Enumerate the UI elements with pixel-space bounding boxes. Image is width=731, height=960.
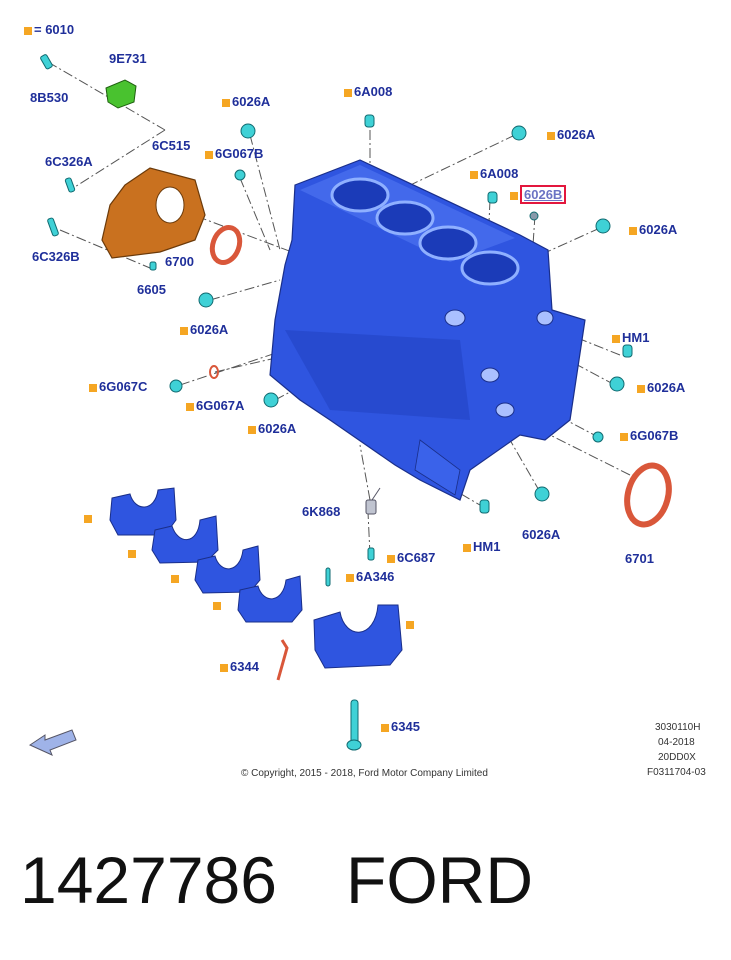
marker [205, 150, 213, 159]
marker [463, 543, 471, 552]
callout-6026A-3[interactable]: 6026A [629, 223, 677, 237]
callout-6A008-2[interactable]: 6A008 [470, 167, 518, 181]
diagram-meta: 3030110H 04-2018 20DD0X F0311704-03 [647, 720, 706, 780]
exploded-parts-diagram [28, 54, 672, 756]
part-6344 [276, 639, 289, 681]
marker [629, 226, 637, 235]
callout-8B530[interactable]: 8B530 [30, 90, 69, 105]
marker [387, 554, 395, 563]
callout-HM1-1[interactable]: HM1 [612, 331, 649, 345]
marker [89, 383, 97, 392]
marker [510, 191, 518, 200]
marker [220, 663, 228, 672]
marker [620, 432, 628, 441]
meta-line-3: 20DD0X [658, 752, 696, 763]
engine-block [269, 159, 586, 501]
callout-6026A-1[interactable]: 6026A [222, 95, 270, 109]
meta-line-2: 04-2018 [658, 737, 695, 748]
callout-6C515[interactable]: 6C515 [152, 138, 191, 153]
callout-6026B[interactable]: 6026B [510, 185, 567, 204]
marker [222, 98, 230, 107]
marker [381, 723, 389, 732]
callout-6344[interactable]: 6344 [220, 660, 259, 674]
meta-line-4: F0311704-03 [647, 767, 706, 778]
marker [612, 334, 620, 343]
highlighted-part-6026B[interactable]: 6026B [520, 185, 567, 204]
callout-6026A-5[interactable]: 6026A [637, 381, 685, 395]
seal-6G067A [209, 365, 219, 379]
seal-6700 [209, 225, 243, 265]
callout-6A008-1[interactable]: 6A008 [344, 85, 392, 99]
marker [547, 131, 555, 140]
callout-6C326A[interactable]: 6C326A [45, 154, 93, 169]
marker [470, 170, 478, 179]
bearing-cap-marker [406, 621, 414, 629]
main-bearing-caps [109, 487, 403, 669]
callout-6G067C[interactable]: 6G067C [89, 380, 147, 394]
meta-line-1: 3030110H [655, 722, 701, 733]
callout-9E731[interactable]: 9E731 [109, 51, 147, 66]
rear-main-seal-cover [101, 167, 206, 259]
brand-name: FORD [346, 843, 533, 917]
callout-6700[interactable]: 6700 [165, 254, 194, 269]
part-9E731 [105, 79, 137, 109]
orientation-arrow-icon [28, 729, 77, 756]
seal-6701 [624, 462, 672, 528]
marker [637, 384, 645, 393]
marker [346, 573, 354, 582]
bearing-cap-marker [213, 602, 221, 610]
callout-6026A-2[interactable]: 6026A [547, 128, 595, 142]
callout-HM1-2[interactable]: HM1 [463, 540, 500, 554]
marker [344, 88, 352, 97]
callout-6C687[interactable]: 6C687 [387, 551, 435, 565]
callout-6C326B[interactable]: 6C326B [32, 249, 80, 264]
callout-6G067B-2[interactable]: 6G067B [620, 429, 678, 443]
callout-6701[interactable]: 6701 [625, 551, 654, 566]
callout-6345[interactable]: 6345 [381, 720, 420, 734]
fasteners [40, 54, 633, 751]
callout-6605[interactable]: 6605 [137, 282, 166, 297]
callout-6A346[interactable]: 6A346 [346, 570, 394, 584]
copyright-notice: © Copyright, 2015 - 2018, Ford Motor Com… [241, 768, 488, 779]
legend-marker [24, 26, 32, 35]
part-6K868 [365, 487, 381, 515]
legend-label: = 6010 [34, 22, 75, 37]
callout-6G067B-1[interactable]: 6G067B [205, 147, 263, 161]
marker [248, 425, 256, 434]
callout-6026A-7[interactable]: 6026A [522, 527, 561, 542]
part-number: 1427786 [20, 843, 277, 917]
bearing-cap-marker [171, 575, 179, 583]
bearing-cap-marker [84, 515, 92, 523]
callout-6K868[interactable]: 6K868 [302, 504, 341, 519]
callout-6G067A[interactable]: 6G067A [186, 399, 244, 413]
marker [186, 402, 194, 411]
callout-6026A-6[interactable]: 6026A [248, 422, 296, 436]
marker [180, 326, 188, 335]
callout-6026A-4[interactable]: 6026A [180, 323, 228, 337]
bearing-cap-marker [128, 550, 136, 558]
legend: = 6010 [24, 23, 74, 37]
